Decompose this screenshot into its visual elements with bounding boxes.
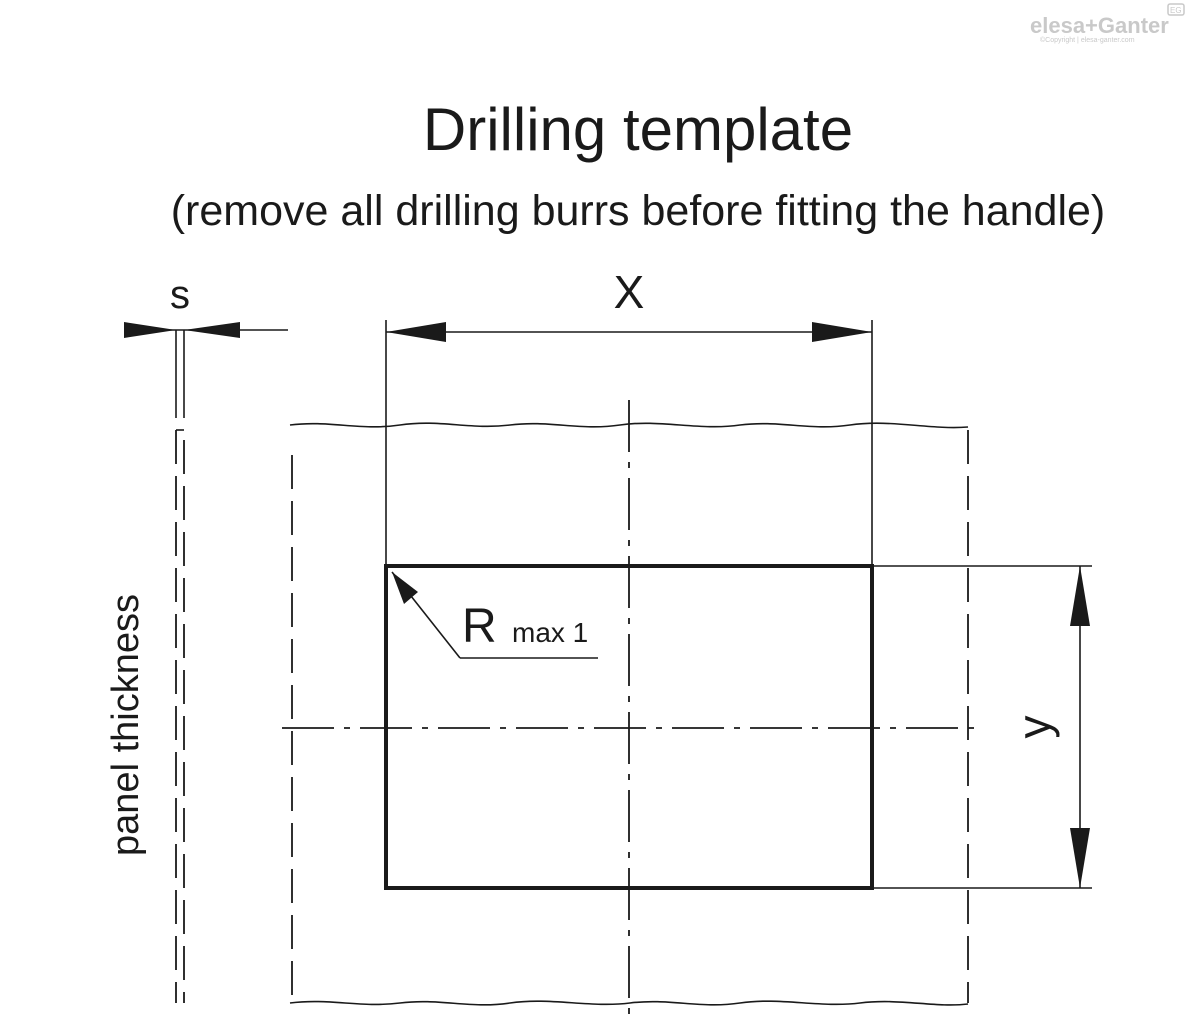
x-arrow-right <box>812 322 872 342</box>
logo-brand: elesa+Ganter <box>1030 13 1169 38</box>
x-label: X <box>614 266 645 318</box>
x-dimension: X <box>385 266 873 566</box>
logo-copyright: ©Copyright | elesa-ganter.com <box>1040 36 1135 44</box>
panel-break-line-top <box>289 422 969 429</box>
s-label: s <box>170 273 190 317</box>
s-arrow-right <box>184 322 240 338</box>
y-label: y <box>1008 716 1060 739</box>
drilling-cutout-rectangle <box>384 564 874 890</box>
panel-thickness-label: panel thickness <box>105 594 147 856</box>
x-arrow-left <box>386 322 446 342</box>
diagram-title: Drilling template <box>423 96 853 163</box>
radius-label-main: R <box>462 600 497 653</box>
s-dimension: s <box>124 273 288 338</box>
y-arrow-bottom <box>1070 828 1090 888</box>
radius-arrow <box>392 572 418 604</box>
radius-label-sub: max 1 <box>512 617 588 648</box>
diagram-subtitle: (remove all drilling burrs before fittin… <box>171 187 1106 235</box>
s-arrow-left <box>124 322 176 338</box>
y-arrow-top <box>1070 566 1090 626</box>
panel-break-line-bottom <box>289 1000 969 1006</box>
logo-badge-frame <box>1167 3 1185 16</box>
y-dimension: y <box>872 565 1092 889</box>
panel-side-view <box>175 330 185 1003</box>
logo-badge: EG <box>1170 6 1182 15</box>
radius-callout: R max 1 <box>391 571 598 659</box>
elesa-ganter-logo: elesa+Ganter EG ©Copyright | elesa-gante… <box>1030 3 1185 44</box>
